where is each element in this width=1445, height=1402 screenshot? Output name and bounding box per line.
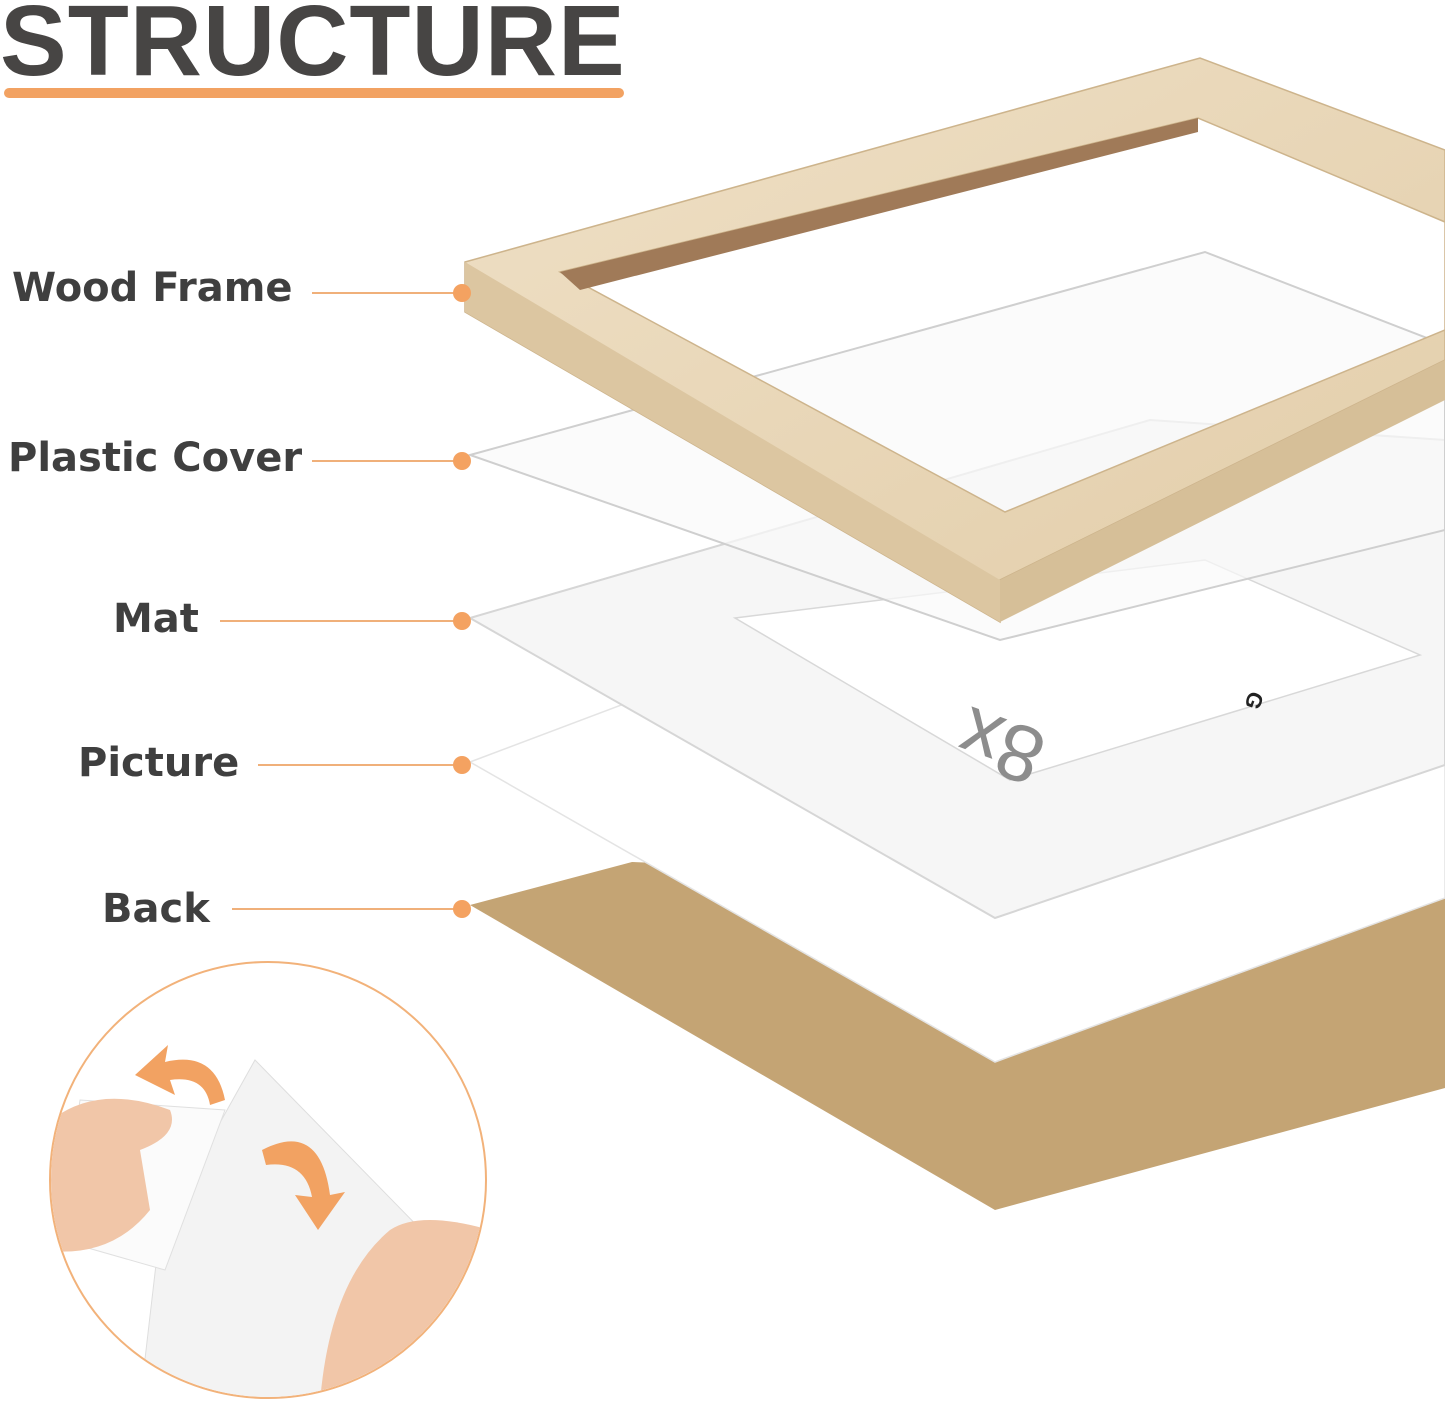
leader-line (258, 764, 460, 766)
plastic-cover (466, 250, 1445, 642)
leader-line (312, 460, 460, 462)
wood-frame-side-right (1000, 360, 1445, 622)
label-mat: Mat (113, 596, 199, 642)
label-back: Back (102, 886, 210, 932)
leader-line (232, 908, 460, 910)
fold-arrow-icon (262, 1141, 345, 1230)
hand-left (51, 1098, 172, 1252)
leader-dot (453, 612, 471, 630)
leader-dot (453, 452, 471, 470)
leader-dot (453, 284, 471, 302)
wood-frame-inner-shadow (560, 118, 1198, 290)
wood-frame-side (465, 262, 1000, 622)
leader-dot (453, 900, 471, 918)
leader-line (220, 620, 460, 622)
page-title: STRUCTURE (0, 0, 626, 97)
leader-line (312, 292, 460, 294)
peel-arrow-icon (135, 1045, 225, 1105)
title-underline (4, 88, 624, 98)
leader-dot (453, 756, 471, 774)
label-plastic-cover: Plastic Cover (8, 435, 303, 481)
label-picture: Picture (78, 740, 240, 786)
label-wood-frame: Wood Frame (12, 265, 293, 311)
